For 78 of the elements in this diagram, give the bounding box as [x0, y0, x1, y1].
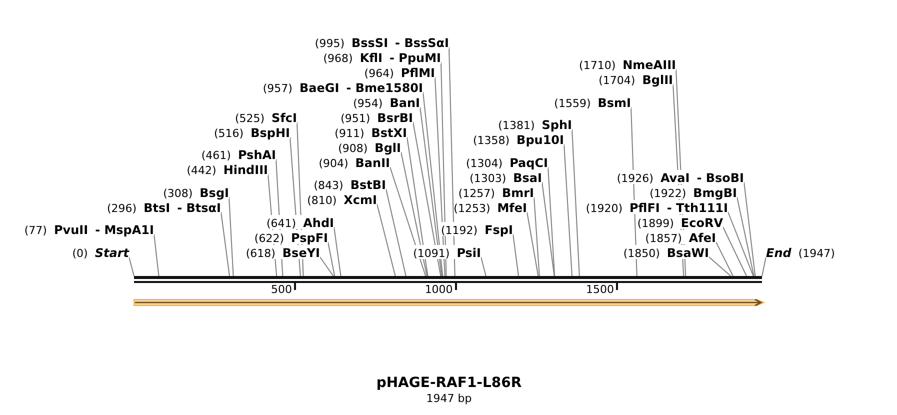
scale-number: 1000 — [424, 283, 453, 296]
leader-line — [412, 122, 442, 276]
cut-site-label: (908) BglI — [338, 140, 401, 154]
cut-site-label: (525) SfcI — [234, 110, 297, 124]
leader-line — [722, 226, 747, 276]
leader-line — [128, 256, 134, 276]
leader-line — [480, 256, 486, 276]
leader-line — [744, 182, 756, 276]
leader-line — [448, 46, 456, 276]
leader-line — [228, 196, 234, 276]
leader-line — [422, 92, 444, 276]
cut-site-label: (1257) BmrI — [458, 185, 534, 199]
cut-site-label: End (1947) — [766, 245, 835, 259]
cut-site-label: (442) HindIII — [186, 162, 268, 176]
leader-line — [420, 106, 442, 276]
leader-line — [406, 136, 428, 276]
sequence-length: 1947 bp — [426, 392, 472, 405]
leader-line — [572, 128, 580, 276]
cut-site-label: (1926) AvaI - BsoBI — [616, 170, 744, 184]
cut-site-label: (1381) SphI — [498, 117, 572, 131]
cut-site-label: (1253) MfeI — [454, 200, 527, 214]
leader-line — [542, 182, 555, 276]
leader-line — [220, 212, 230, 276]
cut-site-label: (1091) PsiI — [413, 245, 481, 259]
cut-site-label: (1559) BsmI — [554, 95, 631, 109]
cut-site-label: (1710) NmeAIII — [579, 57, 676, 71]
cut-site-label: (911) BstXI — [334, 125, 407, 139]
cut-site-label: (968) KflI - PpuMI — [323, 50, 441, 64]
cut-site-label: (904) BanII — [318, 155, 390, 169]
leader-line — [400, 152, 428, 276]
scale-number: 1500 — [586, 283, 614, 296]
cut-site-label: (622) PspFI — [254, 230, 328, 244]
cut-site-label: (951) BsrBI — [340, 110, 413, 124]
leader-line — [390, 166, 426, 276]
cut-site-label: (618) BseYI — [246, 245, 320, 259]
cut-site-label: (641) AhdI — [266, 215, 334, 229]
leader-line — [564, 144, 572, 276]
leader-line — [334, 226, 342, 276]
cut-site-label: (1192) FspI — [441, 222, 513, 236]
cut-site-label: (843) BstBI — [314, 177, 386, 191]
cut-site-label: (1304) PaqCI — [466, 155, 548, 169]
cut-site-label: (954) BanI — [353, 95, 420, 109]
cut-site-label: (810) XcmI — [307, 192, 377, 206]
leader-line — [736, 196, 754, 276]
cut-site-label: (0) Start — [72, 245, 129, 259]
cut-site-label: (296) BtsI - BtsαI — [107, 200, 221, 214]
leader-line — [376, 204, 396, 276]
leader-line — [512, 234, 519, 276]
leader-line — [526, 212, 539, 276]
cut-site-label: (995) BssSI - BssSαI — [314, 35, 449, 49]
cut-site-label: (1704) BglII — [598, 72, 673, 86]
cut-site-label: (1899) EcoRV — [637, 215, 723, 229]
cut-site-label: (77) PvuII - MspA1I — [24, 222, 154, 236]
cut-site-label: (1922) BmgBI — [650, 185, 737, 199]
leader-line — [728, 212, 754, 276]
cut-site-label: (1850) BsaWI — [623, 245, 709, 259]
sequence-bar — [134, 276, 762, 283]
cut-site-label: (1857) AfeI — [645, 230, 716, 244]
scale-number: 500 — [271, 283, 292, 296]
plasmid-name: pHAGE-RAF1-L86R — [376, 375, 522, 392]
leader-line — [440, 62, 447, 276]
leader-line — [762, 256, 766, 276]
leader-line — [320, 256, 334, 276]
cut-site-label: (308) BsgI — [163, 185, 229, 199]
cut-site-label: (1358) Bpu10I — [472, 132, 564, 146]
cut-site-label: (1303) BsaI — [470, 170, 542, 184]
leader-line — [708, 256, 732, 276]
cut-site-label: (461) PshAI — [201, 147, 276, 161]
leader-line — [328, 242, 336, 276]
cut-site-label: (964) PflMI — [364, 65, 435, 79]
leader-line — [386, 188, 406, 276]
leader-line — [534, 196, 540, 276]
leader-line — [154, 234, 160, 276]
leader-line — [716, 242, 734, 276]
cut-site-label: (516) BspHI — [214, 125, 290, 139]
cut-site-label: (957) BaeGI - Bme1580I — [262, 80, 423, 94]
leader-line — [548, 166, 556, 276]
cut-site-label: (1920) PflFI - Tth111I — [586, 200, 728, 214]
